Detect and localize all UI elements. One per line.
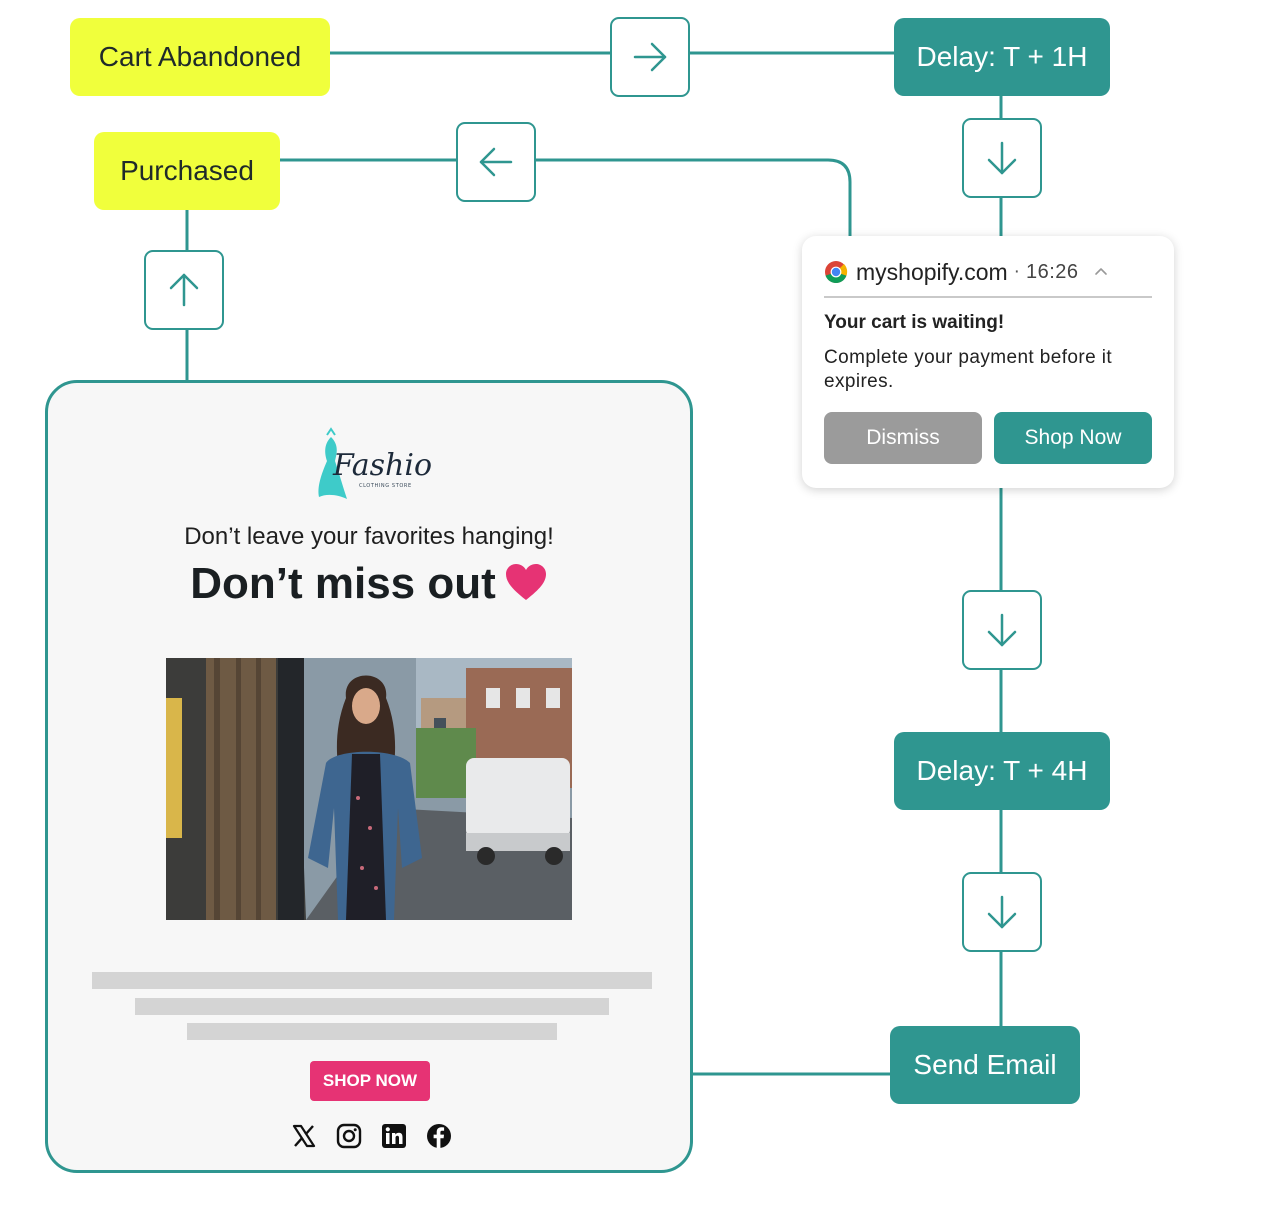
- arrow-up-icon: [169, 273, 199, 307]
- text-placeholder-line: [92, 972, 652, 989]
- heart-icon: [505, 564, 546, 600]
- x-icon[interactable]: [291, 1123, 317, 1149]
- arrow-left-connector: [456, 122, 536, 202]
- linkedin-icon[interactable]: [381, 1123, 407, 1149]
- arrow-down-icon: [987, 895, 1017, 929]
- arrow-down-connector: [962, 872, 1042, 952]
- arrow-down-icon: [987, 141, 1017, 175]
- text-placeholder-line: [135, 998, 609, 1015]
- cart-abandoned-node[interactable]: Cart Abandoned: [70, 18, 330, 96]
- email-subheading: Don’t leave your favorites hanging!: [184, 523, 554, 550]
- arrow-right-connector: [610, 17, 690, 97]
- email-heading-text: Don’t miss out: [190, 559, 496, 608]
- instagram-icon[interactable]: [336, 1123, 362, 1149]
- send-email-node[interactable]: Send Email: [890, 1026, 1080, 1104]
- logo-text: Fashion: [332, 448, 433, 483]
- arrow-up-connector: [144, 250, 224, 330]
- text-placeholder-line: [187, 1023, 557, 1040]
- arrow-down-connector: [962, 590, 1042, 670]
- delay-1h-node[interactable]: Delay: T + 1H: [894, 18, 1110, 96]
- email-shop-now-button[interactable]: SHOP NOW: [310, 1061, 430, 1101]
- notification-domain: myshopify.com: [856, 258, 1008, 285]
- delay-4h-node[interactable]: Delay: T + 4H: [894, 732, 1110, 810]
- notification-title: Your cart is waiting!: [824, 312, 1005, 333]
- push-notification: myshopify.com · 16:26 Your cart is waiti…: [802, 236, 1174, 488]
- notification-body: Complete your payment before it expires.: [824, 347, 1113, 392]
- chrome-icon: [825, 261, 848, 283]
- notification-time: 16:26: [1026, 260, 1079, 283]
- facebook-icon[interactable]: [426, 1123, 452, 1149]
- product-photo: [166, 658, 572, 920]
- arrow-down-icon: [987, 613, 1017, 647]
- chevron-up-icon[interactable]: [1093, 264, 1109, 280]
- arrow-right-icon: [633, 42, 667, 72]
- arrow-down-connector: [962, 118, 1042, 198]
- fashion-logo: Fashion CLOTHING STORE: [318, 427, 433, 499]
- purchased-node[interactable]: Purchased: [94, 132, 280, 210]
- logo-tagline: CLOTHING STORE: [359, 483, 412, 489]
- email-heading: Don’t miss out: [48, 559, 690, 609]
- dismiss-button[interactable]: Dismiss: [824, 412, 982, 464]
- notification-header: myshopify.com · 16:26: [824, 258, 1152, 298]
- notification-separator: ·: [1013, 261, 1020, 282]
- shop-now-button[interactable]: Shop Now: [994, 412, 1152, 464]
- arrow-left-icon: [479, 147, 513, 177]
- email-preview: Fashion CLOTHING STORE Don’t leave your …: [45, 380, 693, 1173]
